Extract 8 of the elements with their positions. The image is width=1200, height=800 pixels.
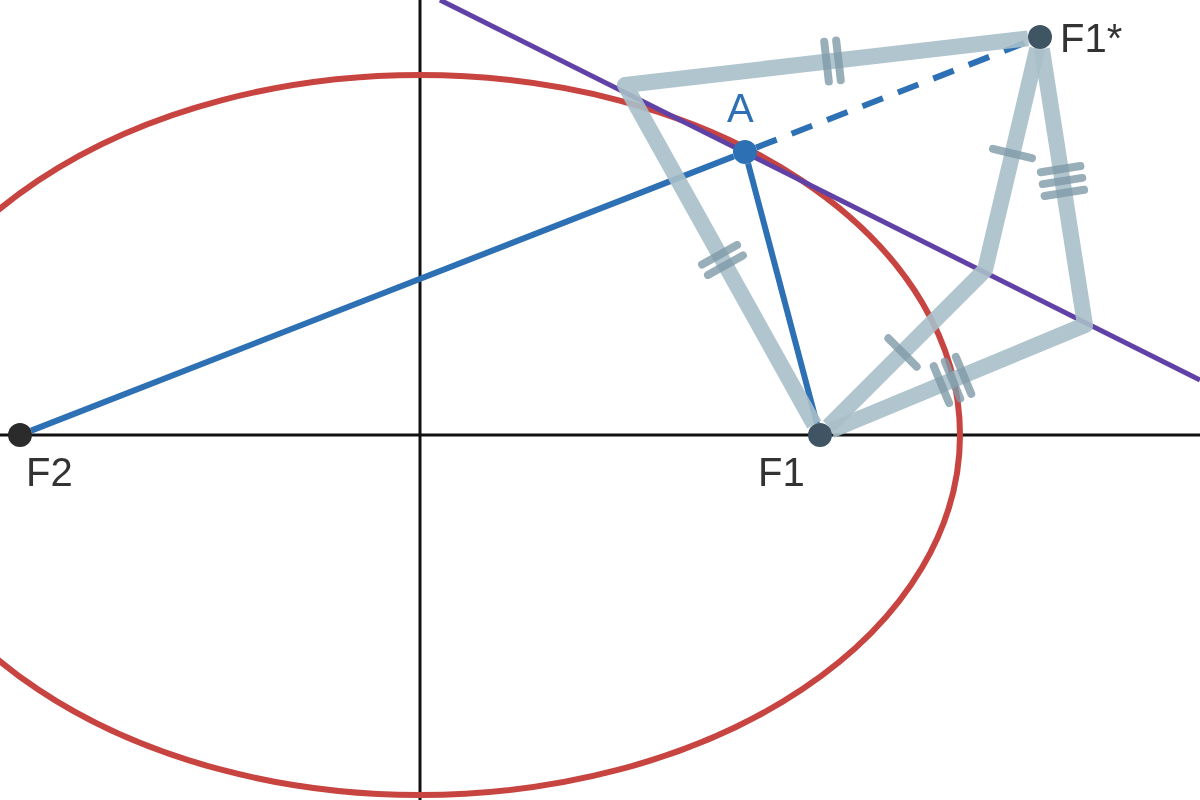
point-label: F2 (26, 452, 73, 492)
point-label: A (727, 88, 754, 128)
point-marker (1028, 25, 1052, 49)
point-label: F1 (758, 452, 805, 492)
point-marker (808, 423, 832, 447)
point-label: F1* (1060, 18, 1123, 58)
point-marker (733, 140, 757, 164)
point-marker (8, 423, 32, 447)
